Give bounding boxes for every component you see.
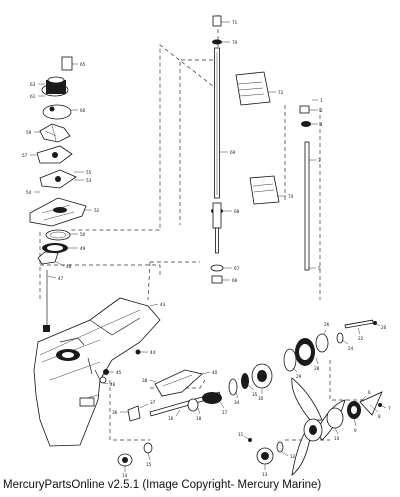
callout: 53	[86, 178, 92, 183]
callout: 52	[94, 208, 100, 213]
water-pump-assembly	[29, 56, 87, 332]
callout: 12	[290, 454, 296, 459]
callout: 48	[66, 264, 72, 269]
propeller-shaft-group	[149, 319, 377, 417]
callout: 71	[232, 20, 238, 25]
callout: 44	[150, 350, 156, 355]
callout: 34	[234, 400, 240, 405]
callout: 65	[80, 62, 86, 67]
callout: 55	[86, 170, 92, 175]
mid-section-parts	[99, 349, 203, 422]
callout: 47	[58, 276, 64, 281]
callout-labels: 71 70 69 72 68 74 67 66 65 63 61 60 59 5…	[22, 20, 391, 478]
callout: 68	[234, 209, 240, 214]
callout: 70	[232, 40, 238, 45]
callout: 9	[354, 428, 357, 433]
lower-small-parts	[117, 438, 284, 467]
gear-housing	[33, 297, 161, 447]
callout: 5	[318, 266, 321, 271]
callout: 67	[234, 266, 240, 271]
callout: 74	[288, 194, 294, 199]
callout: 63	[30, 82, 36, 87]
drive-shaft	[210, 15, 224, 284]
callout: 54	[26, 190, 32, 195]
callout: 45	[116, 370, 122, 375]
callout: 61	[30, 94, 36, 99]
callout: 37	[150, 400, 156, 405]
callout: 16	[168, 416, 174, 421]
propeller	[291, 377, 383, 476]
callout: 60	[80, 108, 86, 113]
callout: 20	[381, 325, 387, 330]
callout: 69	[230, 150, 236, 155]
callout: 49	[80, 246, 86, 251]
callout: 1	[320, 98, 323, 103]
callout: 4	[320, 122, 323, 127]
callout: 11	[238, 432, 244, 437]
callout: 28	[314, 366, 320, 371]
callout: 59	[26, 130, 32, 135]
callout: 72	[278, 90, 284, 95]
callout: 43	[160, 302, 166, 307]
callout: 6	[368, 390, 371, 395]
callout: 57	[22, 153, 28, 158]
callout: 3	[318, 158, 321, 163]
callout: 18	[196, 416, 202, 421]
callout: 2	[320, 108, 323, 113]
callout: 22	[358, 336, 364, 341]
callout: 30	[258, 396, 264, 401]
callout: 26	[324, 322, 330, 327]
image-caption: MercuryPartsOnline v2.5.1 (Image Copyrig…	[3, 479, 322, 491]
callout: 8	[378, 414, 381, 419]
callout: 40	[212, 370, 218, 375]
callout: 10	[334, 436, 340, 441]
callout: 46	[110, 382, 116, 387]
callout: 66	[232, 278, 238, 283]
callout: 36	[112, 410, 118, 415]
kit-boxes	[235, 71, 280, 205]
callout: 35	[252, 392, 258, 397]
callout: 7	[388, 406, 391, 411]
callout: 13	[262, 472, 268, 477]
callout: 14	[122, 473, 128, 478]
callout: 29	[296, 374, 302, 379]
callout: 50	[80, 232, 86, 237]
callout: 24	[348, 346, 354, 351]
exploded-parts-diagram: 71 70 69 72 68 74 67 66 65 63 61 60 59 5…	[22, 15, 391, 478]
shift-rod	[299, 105, 311, 271]
callout: 15	[146, 462, 152, 467]
callout: 17	[222, 410, 228, 415]
callout: 38	[142, 378, 148, 383]
